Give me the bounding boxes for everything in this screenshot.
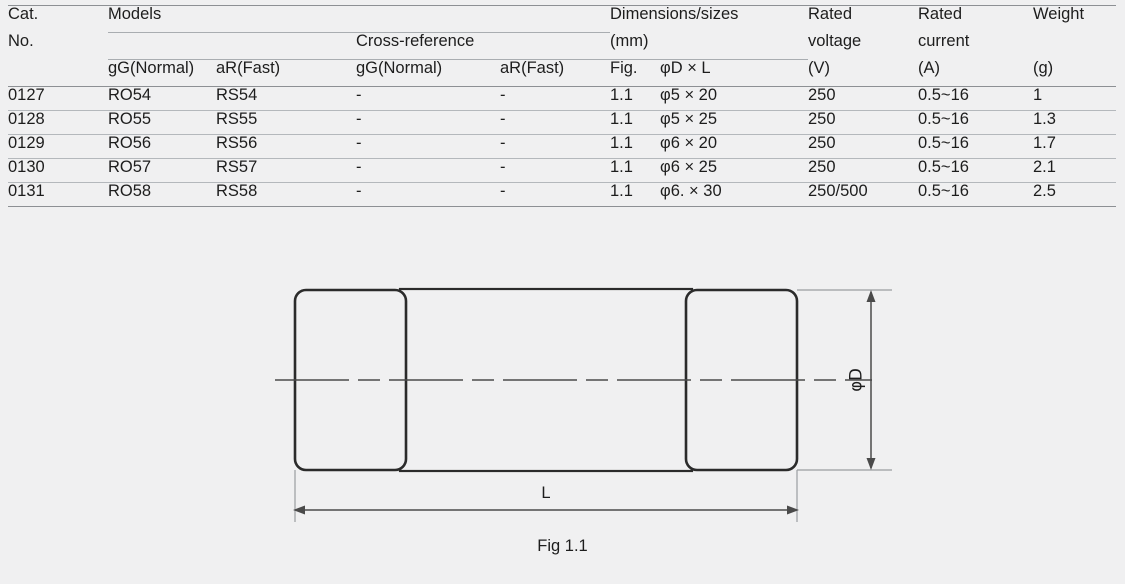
- spec-table-container: Cat. Models Dimensions/sizes Rated Rated…: [0, 0, 1125, 250]
- fuse-technical-drawing: φD L Fig 1.1: [0, 250, 1125, 579]
- cell-dimensions: φ6 × 25: [660, 158, 808, 183]
- cell-fig: 1.1: [610, 158, 660, 183]
- cell-rated-current: 0.5~16: [918, 182, 1033, 207]
- length-dimension: L: [293, 470, 799, 522]
- header-xref-ar: aR(Fast): [500, 59, 610, 87]
- header-cross-reference-group: Cross-reference: [356, 32, 610, 60]
- cell-models-ar: RS58: [216, 182, 356, 207]
- cell-cat-no: 0128: [8, 110, 108, 135]
- cell-weight: 2.5: [1033, 182, 1116, 207]
- cell-xref-gg: -: [356, 110, 500, 135]
- cell-rated-current: 0.5~16: [918, 86, 1033, 111]
- cell-fig: 1.1: [610, 182, 660, 207]
- cell-models-gg: RO56: [108, 134, 216, 159]
- header-models-ar: aR(Fast): [216, 59, 356, 87]
- length-label: L: [541, 484, 550, 502]
- table-header: Cat. Models Dimensions/sizes Rated Rated…: [8, 5, 1116, 87]
- header-rated-current-line2: current: [918, 31, 970, 50]
- arrowhead-down-icon: [866, 458, 876, 470]
- arrowhead-up-icon: [866, 290, 876, 302]
- cell-rated-voltage: 250: [808, 134, 918, 159]
- cell-models-gg: RO54: [108, 86, 216, 111]
- header-dimensions-group-line1: Dimensions/sizes: [610, 5, 808, 33]
- cell-cat-no: 0129: [8, 134, 108, 159]
- cell-xref-gg: -: [356, 134, 500, 159]
- cell-fig: 1.1: [610, 134, 660, 159]
- fuse-drawing-svg: φD L: [275, 287, 892, 522]
- cell-cat-no: 0127: [8, 86, 108, 111]
- header-row-subgroup-titles: No. Cross-reference (mm) voltage current: [8, 31, 1116, 60]
- table-row: 0128 RO55 RS55 - - 1.1 φ5 × 25 250 0.5~1…: [8, 110, 1116, 135]
- cell-rated-current: 0.5~16: [918, 110, 1033, 135]
- header-cat-no-line2: No.: [8, 31, 34, 50]
- cell-models-ar: RS54: [216, 86, 356, 111]
- header-rated-voltage-line2: voltage: [808, 31, 862, 50]
- cell-xref-gg: -: [356, 86, 500, 111]
- header-phi-d-x-l: φD × L: [660, 59, 808, 87]
- header-weight-line1: Weight: [1033, 5, 1116, 33]
- header-models-spacer: [108, 32, 356, 60]
- cell-dimensions: φ6. × 30: [660, 182, 808, 207]
- header-dimensions-group-line2: (mm): [610, 32, 808, 60]
- fuse-spec-table: Cat. Models Dimensions/sizes Rated Rated…: [8, 5, 1116, 207]
- header-row-group-titles: Cat. Models Dimensions/sizes Rated Rated…: [8, 5, 1116, 33]
- cell-weight: 1: [1033, 86, 1116, 111]
- table-row: 0130 RO57 RS57 - - 1.1 φ6 × 25 250 0.5~1…: [8, 158, 1116, 183]
- table-body: 0127 RO54 RS54 - - 1.1 φ5 × 20 250 0.5~1…: [8, 86, 1116, 207]
- cell-cat-no: 0130: [8, 158, 108, 183]
- cell-models-gg: RO55: [108, 110, 216, 135]
- header-weight-line2: (g): [1033, 59, 1116, 87]
- cell-rated-voltage: 250: [808, 158, 918, 183]
- header-models-group: Models: [108, 5, 610, 33]
- header-row-column-titles: gG(Normal) aR(Fast) gG(Normal) aR(Fast) …: [8, 59, 1116, 87]
- header-rated-voltage-line3: (V): [808, 59, 918, 87]
- header-cat-no-spacer: [8, 59, 108, 87]
- cell-cat-no: 0131: [8, 182, 108, 207]
- cell-dimensions: φ5 × 20: [660, 86, 808, 111]
- cell-models-ar: RS57: [216, 158, 356, 183]
- cell-dimensions: φ5 × 25: [660, 110, 808, 135]
- cell-fig: 1.1: [610, 86, 660, 111]
- table-row: 0129 RO56 RS56 - - 1.1 φ6 × 20 250 0.5~1…: [8, 134, 1116, 159]
- cell-models-gg: RO58: [108, 182, 216, 207]
- header-models-gg: gG(Normal): [108, 59, 216, 87]
- cell-xref-ar: -: [500, 158, 610, 183]
- cell-dimensions: φ6 × 20: [660, 134, 808, 159]
- header-fig: Fig.: [610, 59, 660, 87]
- cell-rated-current: 0.5~16: [918, 158, 1033, 183]
- cell-xref-ar: -: [500, 86, 610, 111]
- header-rated-voltage-line1: Rated: [808, 5, 918, 33]
- cell-rated-voltage: 250/500: [808, 182, 918, 207]
- header-xref-gg: gG(Normal): [356, 59, 500, 87]
- cell-models-gg: RO57: [108, 158, 216, 183]
- cell-xref-gg: -: [356, 182, 500, 207]
- header-cat-no-line1: Cat.: [8, 5, 108, 33]
- cell-weight: 1.7: [1033, 134, 1116, 159]
- table-row: 0127 RO54 RS54 - - 1.1 φ5 × 20 250 0.5~1…: [8, 86, 1116, 111]
- cell-xref-ar: -: [500, 134, 610, 159]
- cell-models-ar: RS56: [216, 134, 356, 159]
- cell-fig: 1.1: [610, 110, 660, 135]
- cell-xref-ar: -: [500, 110, 610, 135]
- header-rated-current-line3: (A): [918, 59, 1033, 87]
- arrowhead-right-icon: [787, 505, 799, 515]
- cell-rated-voltage: 250: [808, 86, 918, 111]
- cell-weight: 2.1: [1033, 158, 1116, 183]
- diameter-label: φD: [847, 368, 866, 392]
- header-weight-spacer: [1033, 33, 1116, 60]
- cell-models-ar: RS55: [216, 110, 356, 135]
- diameter-dimension: φD: [797, 289, 892, 471]
- cell-rated-voltage: 250: [808, 110, 918, 135]
- cell-rated-current: 0.5~16: [918, 134, 1033, 159]
- cell-xref-gg: -: [356, 158, 500, 183]
- arrowhead-left-icon: [293, 505, 305, 515]
- cell-xref-ar: -: [500, 182, 610, 207]
- header-rated-current-line1: Rated: [918, 5, 1033, 33]
- table-row: 0131 RO58 RS58 - - 1.1 φ6. × 30 250/500 …: [8, 182, 1116, 207]
- cell-weight: 1.3: [1033, 110, 1116, 135]
- figure-caption: Fig 1.1: [537, 537, 588, 555]
